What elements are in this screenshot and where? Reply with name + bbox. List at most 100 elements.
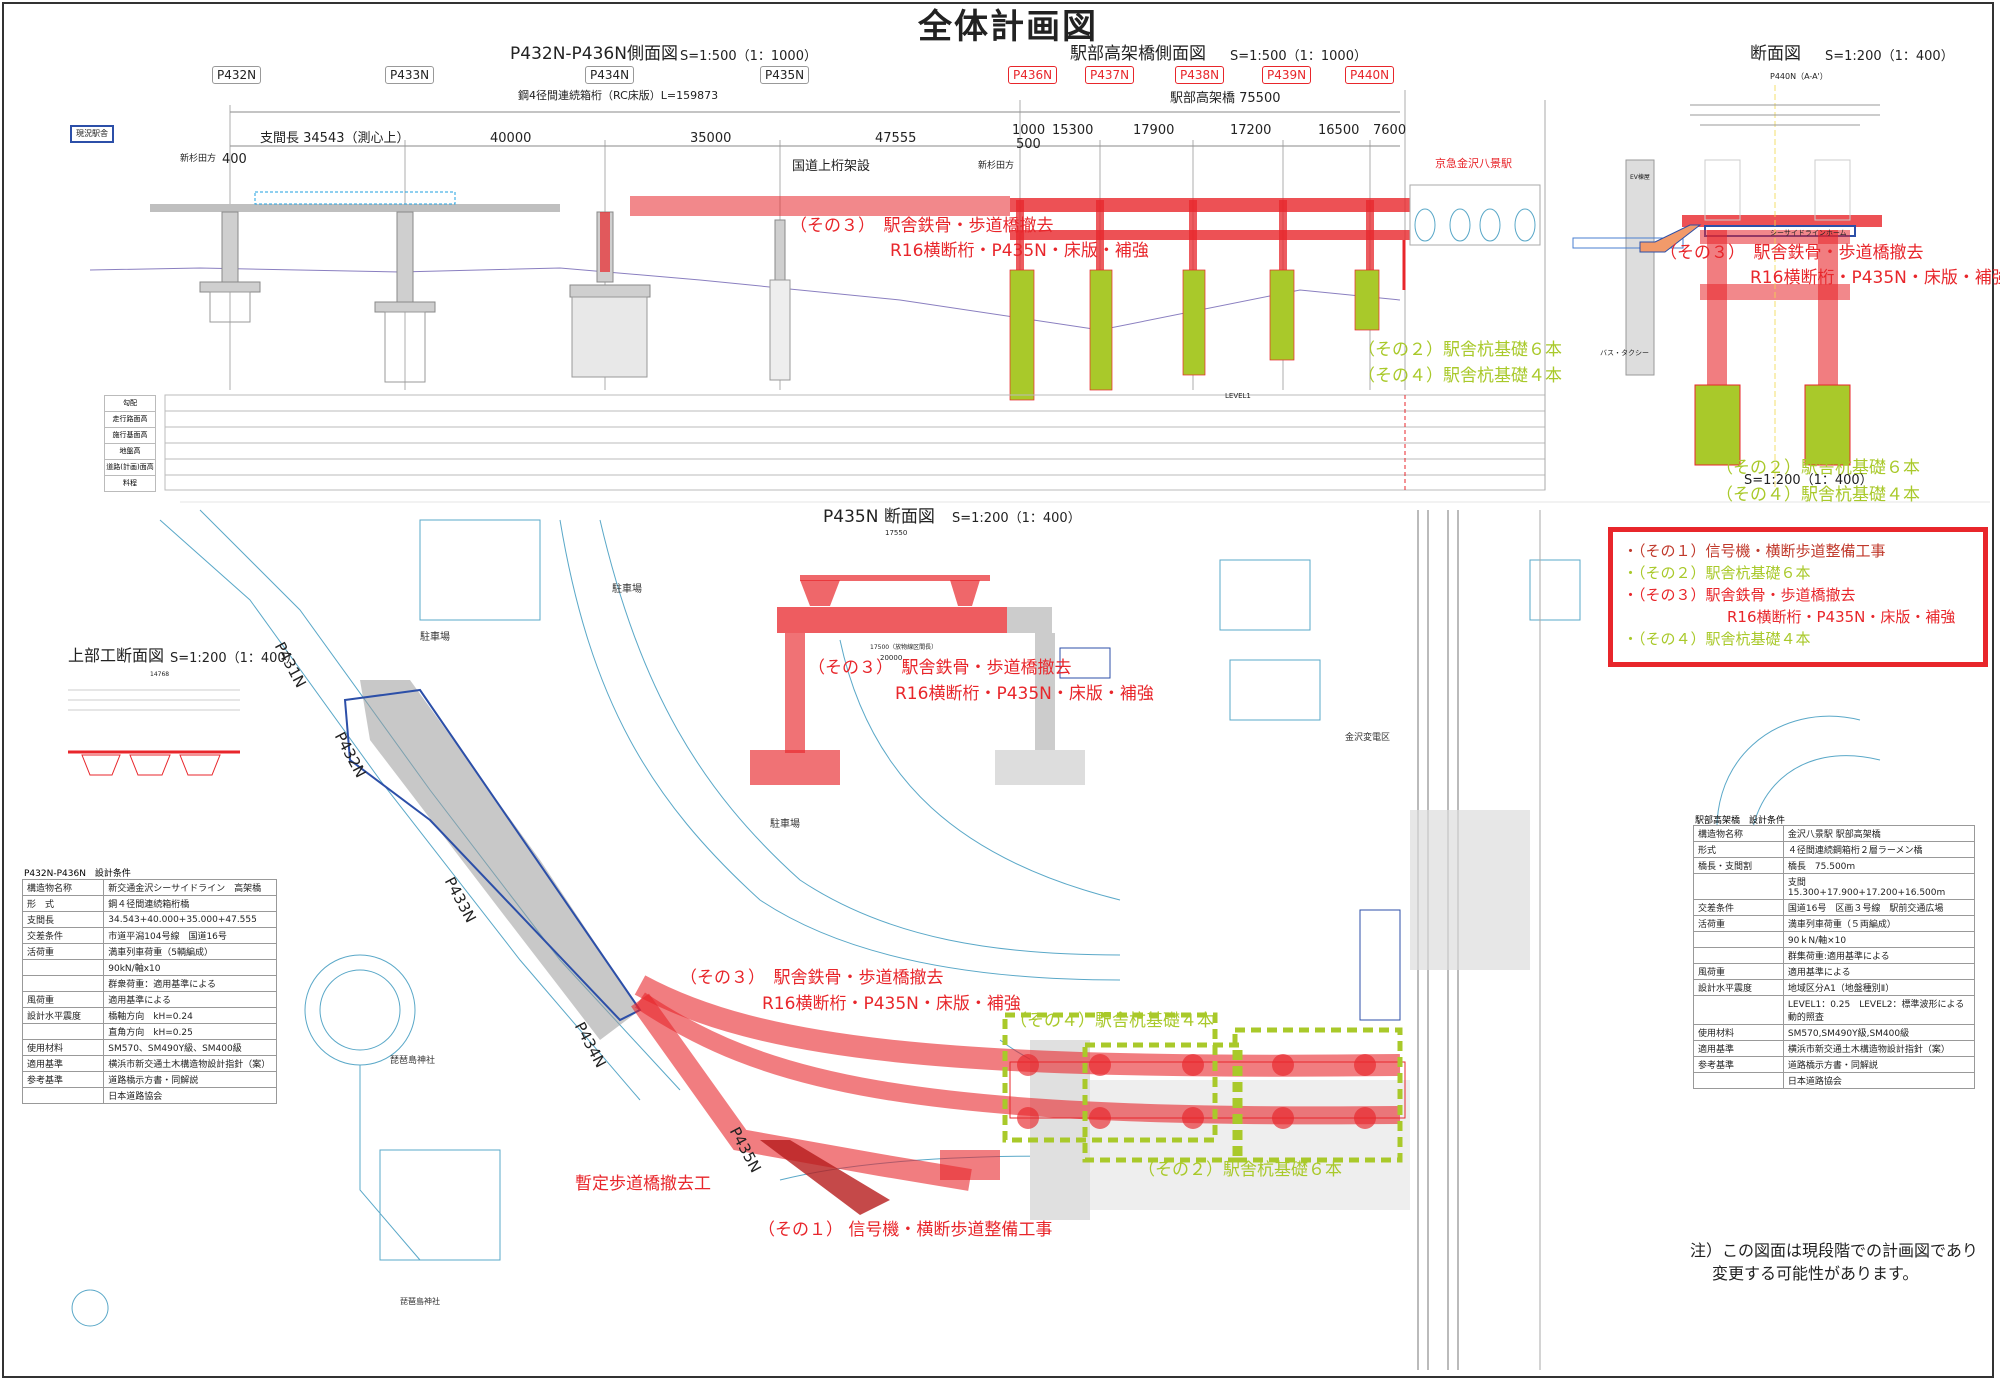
table-row-label: 地盤高 <box>104 443 156 460</box>
table-row: 群衆荷重：適用基準による <box>21 975 277 992</box>
section-subtitle: P440N（A-A'） <box>1770 72 1828 81</box>
table-row: 日本道路協会 <box>1693 1072 1976 1089</box>
table-row: 日本道路協会 <box>21 1087 277 1104</box>
table-cell-value: 適用基準による <box>103 991 277 1008</box>
note-line: 注）この図面は現段階での計画図であり <box>1690 1241 1978 1260</box>
table-cell-value: 群衆荷重：適用基準による <box>103 975 277 992</box>
plan-view-drawing <box>71 509 1881 1370</box>
side-view-drawing <box>89 90 1546 491</box>
table-row: 活荷重満車列車荷重（５両編成） <box>1693 915 1976 932</box>
table-cell-value: 90ｋN/軸×10 <box>1782 931 1976 948</box>
annotation-work3: （その３） 駅舎鉄骨・歩道橋撤去 <box>680 968 944 988</box>
table-row: 交差条件市道平潟104号線 国道16号 <box>21 927 277 944</box>
table-cell-label: 使用材料 <box>21 1039 105 1056</box>
girder-label: 鋼4径間連続箱桁（RC床版）L=159873 <box>518 89 719 102</box>
table-cell-label: 風荷重 <box>1693 963 1784 980</box>
p435n-section-drawing <box>750 575 1111 785</box>
table-cell-value: 市道平潟104号線 国道16号 <box>103 927 277 944</box>
annotation-work3: （その３） 駅舎鉄骨・歩道橋撤去 <box>790 216 1054 236</box>
span-dim: 支間長 34543（測心上） <box>260 131 410 146</box>
pier-label: P434N <box>585 66 635 84</box>
annotation-work2: （その２）駅舎杭基礎６本 <box>1716 458 1920 478</box>
legend-item: ・（その１）信号機・横断歩道整備工事 <box>1623 540 1973 562</box>
table-cell-value: 34.543+40.000+35.000+47.555 <box>103 911 277 928</box>
table-cell-label: 参考基準 <box>21 1071 105 1088</box>
station-view-title: 駅部高架橋側面図 <box>1070 44 1206 64</box>
table-row: 橋長・支間割橋長 75.500m <box>1693 857 1976 874</box>
table-cell-value: SM570、SM490Y級、SM400級 <box>103 1039 277 1056</box>
side-view-title: P432N-P436N側面図 <box>510 44 678 64</box>
annotation-work2: （その２）駅舎杭基礎６本 <box>1138 1160 1342 1180</box>
table-cell-value: LEVEL1：0.25 LEVEL2：標準波形による動的照査 <box>1782 995 1976 1025</box>
pier-label: P432N <box>212 66 262 84</box>
table-row: 群集荷重:適用基準による <box>1693 947 1976 964</box>
place-label: 駐車場 <box>770 819 800 830</box>
table-cell-label <box>1693 873 1784 900</box>
legend-text: R16横断桁・P435N・床版・補強 <box>1727 608 1956 626</box>
table-cell-value: 適用基準による <box>1782 963 1976 980</box>
table-cell-label: 交差条件 <box>21 927 105 944</box>
table-row: 構造物名称新交通金沢シーサイドライン 高架橋 <box>21 879 277 896</box>
station-name: 京急金沢八景駅 <box>1435 157 1512 170</box>
table-row-label: 料程 <box>104 475 156 492</box>
table-row-label: 走行路面高 <box>104 411 156 428</box>
station-view-scale: S=1:500（1：1000） <box>1230 49 1367 64</box>
offset-dim: 400 <box>222 152 247 167</box>
side-view-scale: S=1:500（1：1000） <box>680 49 817 64</box>
table-cell-label <box>21 1087 105 1104</box>
level-label: LEVEL1 <box>1225 392 1251 400</box>
annotation-work2: （その２）駅舎杭基礎６本 <box>1358 340 1562 360</box>
table-cell-label <box>1693 931 1784 948</box>
table-cell-label: 参考基準 <box>1693 1056 1784 1073</box>
span-dim: 15300 <box>1052 123 1094 138</box>
legend-item: R16横断桁・P435N・床版・補強 <box>1623 606 1973 628</box>
table-row: 適用基準横浜市新交通土木構造物設計指針（案） <box>1693 1040 1976 1057</box>
annotation-work4: （その４）駅舎杭基礎４本 <box>1716 485 1920 505</box>
table-cell-value: 支間 15.300+17.900+17.200+16.500m <box>1782 873 1976 900</box>
table-cell-label: 使用材料 <box>1693 1024 1784 1041</box>
dim-label: 17500（放物線区間長） <box>870 644 938 651</box>
table-cell-label: 風荷重 <box>21 991 105 1008</box>
table-cell-value: 金沢八景駅 駅部高架橋 <box>1782 825 1976 842</box>
table-cell-value: 満車列車荷重（５両編成） <box>1782 915 1976 932</box>
place-label: 金沢変電区 <box>1345 733 1391 743</box>
offset-dim: 500 <box>1016 137 1041 152</box>
table-row: 風荷重適用基準による <box>21 991 277 1008</box>
table-cell-label: 適用基準 <box>21 1055 105 1072</box>
pier-label: P433N <box>385 66 435 84</box>
table-cell-value: 地域区分A1（地盤種別Ⅱ） <box>1782 979 1976 996</box>
table-cell-label <box>1693 947 1784 964</box>
table-cell-value: 橋軸方向 kH=0.24 <box>103 1007 277 1024</box>
annotation-work3: R16横断桁・P435N・床版・補強 <box>1750 268 2000 288</box>
table-row: 参考基準道路橋示方書・同解説 <box>21 1071 277 1088</box>
table-cell-label: 活荷重 <box>1693 915 1784 932</box>
table-cell-value: ４径間連続鋼箱桁２層ラーメン橋 <box>1782 841 1976 858</box>
table-cell-label <box>21 1023 105 1040</box>
place-label: 駐車場 <box>420 632 450 643</box>
direction-label: 新杉田方 <box>978 161 1015 171</box>
table-cell-label: 支間長 <box>21 911 105 928</box>
table-cell-value: 直角方向 kH=0.25 <box>103 1023 277 1040</box>
table-cell-label: 形 式 <box>21 895 105 912</box>
legend-item: ・（その２）駅舎杭基礎６本 <box>1623 562 1973 584</box>
legend-item: ・（その３）駅舎鉄骨・歩道橋撤去 <box>1623 584 1973 606</box>
table-cell-value: 90kN/軸x10 <box>103 959 277 976</box>
section-scale-bottom: S=1:200（1：400） <box>1744 473 1873 488</box>
table-cell-label: 交差条件 <box>1693 899 1784 916</box>
table-row: 参考基準道路橋示方書・同解説 <box>1693 1056 1976 1073</box>
existing-station-label: 現況駅舎 <box>70 125 114 143</box>
table-row-label: 施行基面高 <box>104 427 156 444</box>
span-dim: 35000 <box>690 131 732 146</box>
table-row: 90kN/軸x10 <box>21 959 277 976</box>
table-row: 交差条件国道16号 区画３号線 駅前交通広場 <box>1693 899 1976 916</box>
pier-label: P435N <box>760 66 810 84</box>
table-row-label: 道路(計画)面高 <box>104 459 156 476</box>
platform-label: シーサイドラインホーム <box>1770 229 1847 237</box>
note-line: 変更する可能性があります。 <box>1712 1264 1919 1283</box>
legend-bullet: ・ <box>1623 564 1639 582</box>
dim-label: 20000 <box>880 654 903 662</box>
design-left-caption: P432N-P436N 設計条件 <box>24 869 131 879</box>
span-dim: 16500 <box>1318 123 1360 138</box>
